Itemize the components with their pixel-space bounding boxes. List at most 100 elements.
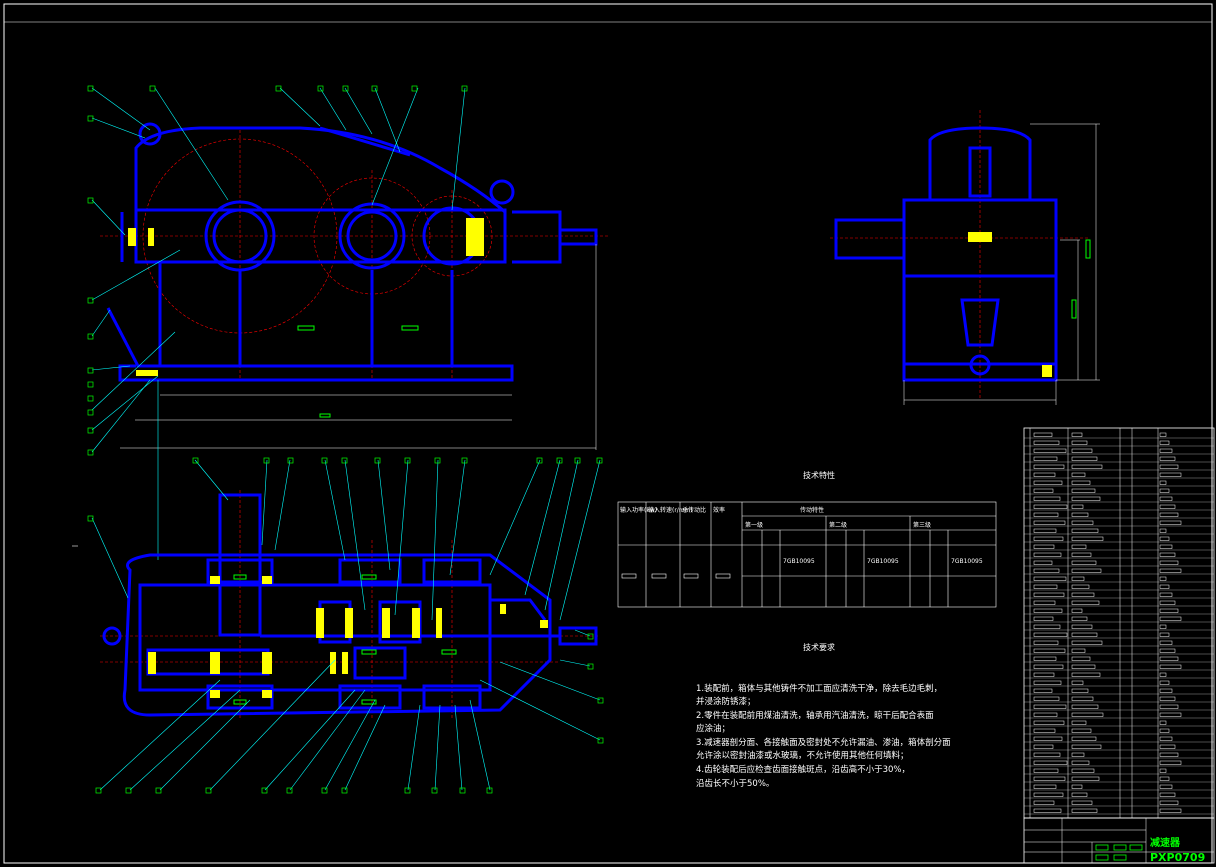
parts-list-cell [1071,440,1088,445]
part-label-box [574,457,581,464]
part-label-box [287,457,294,464]
part-label-box [341,787,348,794]
parts-list-cell [1071,776,1100,781]
parts-list-cell [1033,584,1058,589]
parts-list-cell [1033,608,1063,613]
parts-list-cell [1159,600,1176,605]
parts-list-cell [1033,736,1063,741]
parts-list-cell [1033,512,1059,517]
parts-list-cell [1071,592,1095,597]
parts-list-cell [1033,520,1066,525]
parts-list-cell [1071,448,1093,453]
tech-requirements: 技术要求 1.装配前，箱体与其他铸件不加工面应清洗干净，除去毛边毛刺， 并浸涂防… [696,642,951,789]
parts-list-cell [1033,784,1057,789]
parts-list-cell [1159,608,1179,613]
parts-list-cell [1159,464,1179,469]
parts-list-cell [1033,688,1053,693]
parts-list-cell [1071,520,1094,525]
tech-grade-stage1: 7GB10095 [783,558,815,565]
part-label-box [342,85,349,92]
parts-list-cell [1071,704,1099,709]
parts-list-cell [1071,720,1087,725]
parts-list-cell [1033,656,1057,661]
parts-list-cell [1159,584,1170,589]
part-label-box [87,297,94,304]
parts-list-cell [1071,688,1089,693]
parts-list-cell [1071,464,1103,469]
part-label-box [87,427,94,434]
parts-list-cell [1159,704,1179,709]
parts-list-cell [1033,480,1063,485]
parts-list-cell [1159,440,1170,445]
parts-list-cell [1071,480,1091,485]
part-label-boxes [87,85,604,794]
parts-list-cell [1033,448,1067,453]
tech-subheader-stage2: 第二级 [829,521,847,529]
parts-list-cell [1033,728,1056,733]
parts-list-cell [1159,768,1167,773]
parts-list-cell [1071,760,1090,765]
parts-list-cell [1159,712,1182,717]
part-label-box [263,457,270,464]
part-label-box [431,787,438,794]
parts-list-cell [1159,552,1176,557]
front-view [91,87,610,560]
parts-list-cell [1071,624,1093,629]
parts-list-cell [1159,488,1170,493]
parts-list-cell [1033,664,1064,669]
parts-list-cell [1071,432,1083,437]
part-label-box [597,737,604,744]
parts-list-cell [1159,720,1167,725]
parts-list-cell [1033,704,1067,709]
part-label-box [87,449,94,456]
parts-list-cell [1033,600,1056,605]
parts-list-cell [1159,544,1173,549]
tech-grade-stage2: 7GB10095 [867,558,899,565]
parts-list-cell [1159,696,1176,701]
parts-list-cell [1033,648,1066,653]
parts-list-cell [1033,504,1068,509]
parts-list-cell [1033,496,1061,501]
parts-list-cell [1071,632,1098,637]
parts-list-cell [1033,672,1055,677]
part-label-box [87,115,94,122]
tech-header-efficiency: 效率 [713,506,725,514]
parts-list-cell [1033,536,1064,541]
parts-list-cell [1159,496,1173,501]
parts-list-cell [1159,776,1170,781]
parts-list-cell [1159,472,1182,477]
parts-list-cell [1033,624,1061,629]
parts-list-cell [1159,664,1182,669]
parts-list-cell [1071,784,1083,789]
parts-list-cell [1033,800,1055,805]
parts-list-cell [1071,504,1084,509]
parts-list-cell [1071,536,1104,541]
parts-list-cell [1071,544,1087,549]
parts-list-cell [1033,752,1061,757]
parts-list-cell [1071,680,1084,685]
requirement-line: 4.齿轮装配后应检查齿面接触斑点，沿齿高不小于30%， [696,764,910,775]
part-label-box [95,787,102,794]
tech-table-title: 技术特性 [803,470,835,480]
parts-list-cell [1033,616,1054,621]
part-label-box [275,85,282,92]
part-label-box [461,457,468,464]
parts-list-cell [1033,680,1062,685]
parts-list-cell [1071,728,1092,733]
parts-list-cell [1033,760,1068,765]
part-label-box [321,457,328,464]
parts-list-cell [1159,808,1182,813]
part-label-box [125,787,132,794]
parts-list-cell [1159,568,1182,573]
parts-list-cell [1159,760,1182,765]
parts-list-cell [1159,480,1167,485]
parts-list-cell [1071,800,1093,805]
part-label-box [87,197,94,204]
parts-list-cell [1033,640,1059,645]
parts-list-cell [1071,576,1085,581]
tech-characteristics: 技术特性 输入功率(kw) 输入转速(r/min) 总传动比 效率 传动特性 第… [617,470,997,608]
parts-list-cell [1159,792,1176,797]
parts-list-cell [1033,432,1053,437]
parts-list-cell [1071,664,1096,669]
